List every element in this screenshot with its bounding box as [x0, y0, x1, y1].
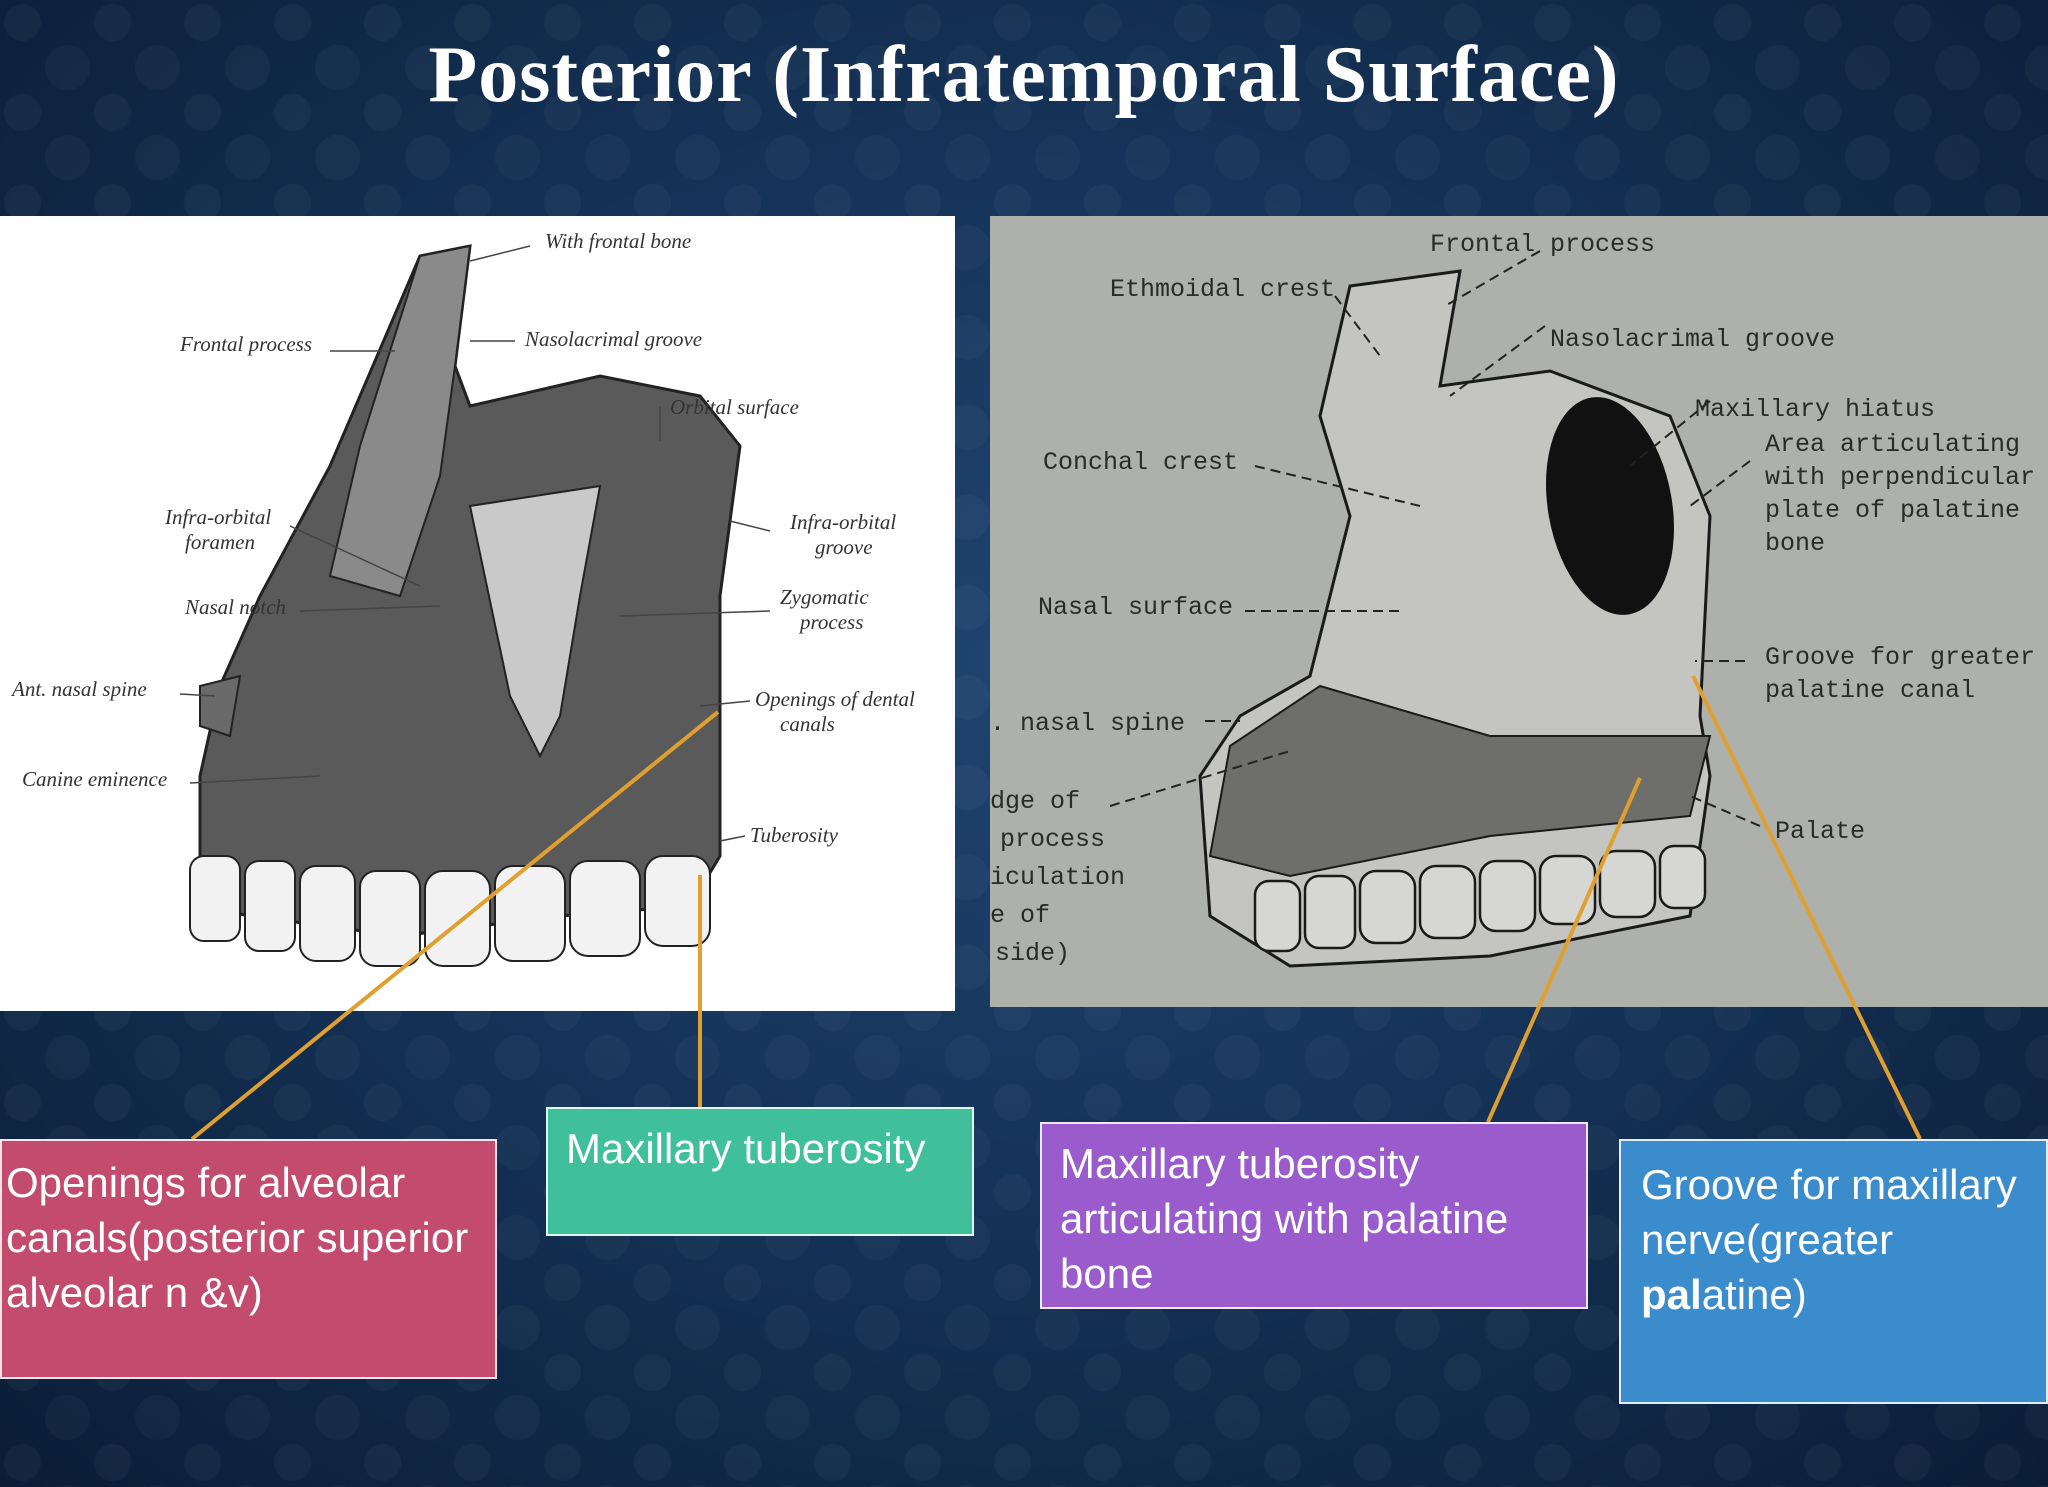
callout-tuberosity-articulating: Maxillary tuberosity articulating with p… — [1040, 1122, 1588, 1309]
label-infraorbital-foramen-1: Infra-orbital — [164, 505, 271, 529]
groove-text-part1: Groove for maxillary nerve(greater — [1641, 1161, 2017, 1263]
label-r-nasal-spine: . nasal spine — [990, 709, 1185, 738]
slide-title: Posterior (Infratemporal Surface) — [428, 31, 1620, 119]
label-r-ethmoidal-crest: Ethmoidal crest — [1110, 275, 1335, 304]
label-orbital-surface: Orbital surface — [670, 395, 799, 419]
label-r-articulation: iculation — [990, 863, 1125, 892]
label-r-area-articulating-1: Area articulating — [1765, 430, 2020, 459]
left-label-leaders — [179, 245, 771, 842]
groove-text-bold: pal — [1641, 1271, 1702, 1318]
leader-groove — [1691, 675, 1922, 1140]
label-infraorbital-groove-1: Infra-orbital — [789, 510, 896, 534]
callout-maxillary-tuberosity: Maxillary tuberosity — [546, 1107, 974, 1236]
label-r-conchal-crest: Conchal crest — [1043, 448, 1238, 477]
label-with-frontal-bone: With frontal bone — [545, 229, 691, 253]
label-r-area-articulating-2: with perpendicular — [1765, 463, 2035, 492]
label-r-frontal-process: Frontal process — [1430, 230, 1655, 259]
label-r-nasal-surface: Nasal surface — [1038, 593, 1233, 622]
teeth-row — [189, 855, 711, 967]
orbital-fossa — [468, 484, 602, 759]
label-zygomatic-process-1: Zygomatic — [780, 585, 869, 609]
label-r-nasolacrimal-groove: Nasolacrimal groove — [1550, 325, 1835, 354]
label-r-groove-greater-palatine-2: palatine canal — [1765, 676, 1975, 705]
label-r-palate: Palate — [1775, 817, 1865, 846]
label-r-area-articulating-3: plate of palatine — [1765, 496, 2020, 525]
label-r-maxillary-hiatus: Maxillary hiatus — [1695, 395, 1935, 424]
label-r-groove-greater-palatine-1: Groove for greater — [1765, 643, 2035, 672]
leader-openings — [190, 710, 720, 1141]
label-openings-dental-canals-2: canals — [780, 712, 835, 736]
label-nasolacrimal-groove: Nasolacrimal groove — [524, 327, 702, 351]
right-maxilla-illustration: Frontal process Ethmoidal crest Nasolacr… — [990, 216, 2048, 1007]
callout-openings-alveolar-canals: Openings for alveolar canals(posterior s… — [0, 1139, 497, 1379]
label-r-edge-of: dge of — [990, 787, 1080, 816]
label-nasal-notch: Nasal notch — [184, 595, 286, 619]
frontal-process-shape — [328, 244, 472, 598]
right-maxilla-drawing: Frontal process Ethmoidal crest Nasolacr… — [990, 230, 2035, 968]
label-canine-eminence: Canine eminence — [22, 767, 167, 791]
groove-text-part2: atine) — [1701, 1271, 1807, 1318]
label-frontal-process: Frontal process — [179, 332, 312, 356]
left-maxilla-drawing: With frontal bone Frontal process Nasola… — [10, 229, 915, 967]
label-infraorbital-groove-2: groove — [815, 535, 873, 559]
label-r-side: side) — [995, 939, 1070, 968]
right-label-leaders — [1109, 250, 1761, 827]
label-infraorbital-foramen-2: foramen — [185, 530, 255, 554]
callout-groove-maxillary-nerve: Groove for maxillary nerve(greater palat… — [1619, 1139, 2048, 1404]
label-openings-dental-canals-1: Openings of dental — [755, 687, 915, 711]
right-teeth-row — [1253, 844, 1707, 953]
label-r-area-articulating-4: bone — [1765, 529, 1825, 558]
left-maxilla-illustration: With frontal bone Frontal process Nasola… — [0, 216, 955, 1011]
label-tuberosity: Tuberosity — [750, 823, 839, 847]
palate-hatched-area — [1208, 684, 1712, 878]
label-r-process: process — [1000, 825, 1105, 854]
label-zygomatic-process-2: process — [798, 610, 863, 634]
label-ant-nasal-spine: Ant. nasal spine — [10, 677, 147, 701]
leader-articulating — [1486, 777, 1642, 1123]
anterior-nasal-spine-shape — [199, 674, 242, 738]
label-r-e-of: e of — [990, 901, 1050, 930]
maxillary-hiatus-shape — [1546, 397, 1674, 615]
